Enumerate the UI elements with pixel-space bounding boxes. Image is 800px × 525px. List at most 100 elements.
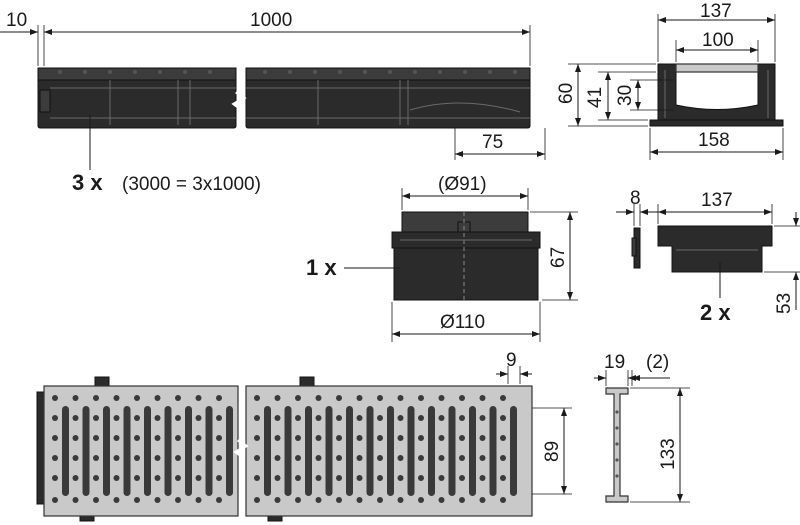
grate-hole [195,455,202,461]
grate-hole [113,455,120,461]
dim-outlet-top-diameter: (Ø91) [438,174,487,195]
grate-slot [428,406,435,496]
grate-hole [315,455,322,461]
grate-hole [356,475,363,481]
grate-hole [216,497,222,503]
grate-hole [295,395,301,401]
grate-hole [93,455,99,461]
grate-hole [336,475,342,481]
grate-hole [377,435,383,441]
grate-slot [205,406,213,496]
outlet-quantity: 1 x [306,255,337,280]
dim-outlet-bottom-diameter: Ø110 [440,312,485,333]
grate-hole [500,497,506,503]
grate-hole [113,475,120,481]
grate-slot [103,406,110,496]
grate-hole [216,395,222,401]
grate-hole [134,415,140,421]
grate-hole [274,435,281,441]
grate-hole [134,435,140,441]
grate-hole [195,395,202,401]
grate-hole [52,415,58,421]
grate-hole [134,497,140,503]
grate-hole [418,415,424,421]
grate-hole [175,475,181,481]
grate-hole [274,475,281,481]
grate-slot [407,406,415,496]
grate-hole [418,475,424,481]
grate-hole [274,395,281,401]
channel-profile: 137 100 158 60 41 30 [556,1,784,160]
grate-hole [175,395,181,401]
grate-hole [459,435,465,441]
grate-hole [479,435,486,441]
grate-hole [336,497,342,503]
grate-hole [254,435,260,441]
grate-slot [82,406,90,496]
grate-hole [397,395,404,401]
grate-hole [479,415,486,421]
grate-hole [356,415,363,421]
dim-channel-length: 1000 [250,10,292,31]
end-cap: 8 137 53 2 x [616,188,800,325]
grate-hole [356,395,363,401]
grate-hole [397,475,404,481]
grate-hole [315,497,322,503]
dim-profile-inner-width: 100 [702,30,734,51]
grate-slot [510,406,517,496]
grate-hole [175,435,181,441]
grate-hole [418,455,424,461]
grate-hole [377,497,383,503]
grate-hole [254,497,260,503]
dim-profile-height: 60 [556,83,577,104]
dim-outlet-height: 67 [548,247,569,268]
grate-hole [216,475,222,481]
grate-hole [195,435,202,441]
dim-outlet-offset: 75 [482,132,503,153]
grate-hole [72,475,79,481]
grate-slot [448,406,456,496]
grate-hole [154,415,161,421]
grate-hole [134,455,140,461]
grate-hole [154,497,161,503]
grate-hole [479,497,486,503]
dim-grate-slot: 9 [506,350,517,371]
grate-hole [93,415,99,421]
grate-hole [418,435,424,441]
grate-hole [418,497,424,503]
grate-hole [175,497,181,503]
grate-slot [62,406,69,496]
grate-hole [274,415,281,421]
grate-slot [305,406,312,496]
grate: 9 89 [36,350,572,522]
grate-hole [438,497,445,503]
dim-grate-profile-height: 133 [658,438,679,470]
grate-slot [144,406,151,496]
grate-break-mark [233,438,249,460]
grate-hole [479,395,486,401]
grate-hole [72,395,79,401]
grate-profile: 19 (2) 133 [594,352,690,503]
grate-hole [93,497,99,503]
grate-hole [175,455,181,461]
grate-hole [377,415,383,421]
dim-endcap-width: 137 [701,190,733,211]
grate-hole [459,395,465,401]
grate-slot [387,406,394,496]
grate-hole [72,415,79,421]
grate-hole [336,415,342,421]
grate-hole [438,455,445,461]
grate-slot [346,406,353,496]
grate-hole [500,435,506,441]
grate-slot [264,406,271,496]
grate-hole [134,475,140,481]
grate-hole [113,497,120,503]
grate-hole [134,395,140,401]
dim-profile-depth: 30 [615,85,636,106]
grate-hole [500,475,506,481]
grate-hole [295,475,301,481]
grate-hole [154,475,161,481]
grate-hole [459,455,465,461]
grate-hole [274,497,281,503]
dim-grate-profile-gap: (2) [646,352,669,373]
